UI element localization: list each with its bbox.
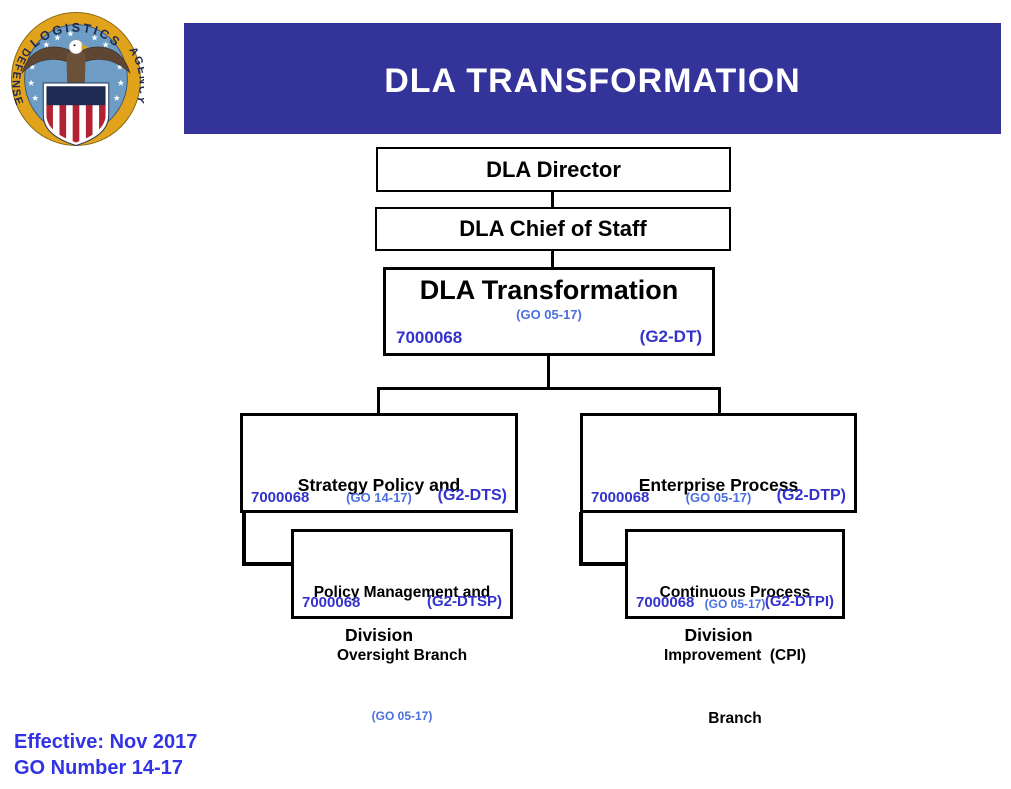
branch-cpi-office-symbol: (G2-DTPI) (764, 593, 834, 610)
connector-transformation-stem (547, 355, 550, 389)
branch-box-cpi: Continuous Process Improvement (CPI) Bra… (625, 529, 845, 727)
connector-left-division-drop (377, 387, 380, 413)
branch-policy-go-ref: (GO 05-17) (371, 709, 433, 723)
division-enterprise-go-ref: (GO 05-17) (685, 490, 752, 505)
chief-of-staff-box: DLA Chief of Staff (375, 207, 731, 251)
division-box-enterprise: Enterprise Process Management Division 7… (580, 413, 857, 645)
footer-effective-block: Effective: Nov 2017 GO Number 14-17 (14, 729, 197, 781)
branch-policy-org-code: 7000068 (302, 594, 361, 611)
page-title: DLA TRANSFORMATION (384, 62, 801, 100)
transformation-go-ref: (GO 05-17) (516, 307, 582, 322)
branch-policy-office-symbol: (G2-DTSP) (427, 593, 502, 610)
connector-left-elbow-vertical (242, 511, 246, 566)
footer-go-number: GO Number 14-17 (14, 757, 183, 779)
division-strategy-office-symbol: (G2-DTS) (437, 487, 507, 504)
connector-right-elbow-vertical (579, 512, 583, 566)
connector-director-chief (551, 192, 554, 208)
connector-right-elbow-horizontal (579, 562, 626, 566)
branch-cpi-org-code: 7000068 (636, 594, 695, 611)
branch-cpi-go-ref: (GO 05-17) (704, 597, 766, 611)
branch-policy-title: Policy Management and Oversight Branch (313, 584, 491, 664)
division-enterprise-org-code: 7000068 (591, 489, 650, 506)
connector-left-elbow-horizontal (242, 562, 292, 566)
connector-horizontal-bar (377, 387, 721, 390)
footer-effective-date: Effective: Nov 2017 (14, 731, 198, 753)
seal-shield (42, 82, 110, 147)
division-strategy-go-ref: (GO 14-17) (346, 490, 412, 505)
branch-box-policy: Policy Management and Oversight Branch (… (291, 529, 513, 723)
header-banner: DLA TRANSFORMATION (184, 23, 1001, 134)
director-title: DLA Director (486, 156, 621, 182)
branch-cpi-title: Continuous Process Improvement (CPI) Bra… (659, 584, 811, 727)
chief-of-staff-title: DLA Chief of Staff (459, 216, 647, 241)
dla-agency-seal: LOGISTICS DEFENSE AGENCY (9, 12, 144, 147)
connector-right-division-drop (718, 387, 721, 413)
transformation-office-symbol: (G2-DT) (639, 327, 702, 346)
division-strategy-org-code: 7000068 (251, 489, 310, 506)
transformation-box: DLA Transformation (GO 05-17) 7000068 (G… (383, 267, 715, 356)
division-enterprise-office-symbol: (G2-DTP) (776, 487, 846, 504)
division-box-strategy: Strategy Policy and Governance Division … (240, 413, 518, 645)
connector-chief-transformation (551, 251, 554, 268)
transformation-org-code: 7000068 (396, 328, 463, 347)
transformation-title: DLA Transformation (419, 275, 679, 305)
director-box: DLA Director (376, 147, 731, 192)
